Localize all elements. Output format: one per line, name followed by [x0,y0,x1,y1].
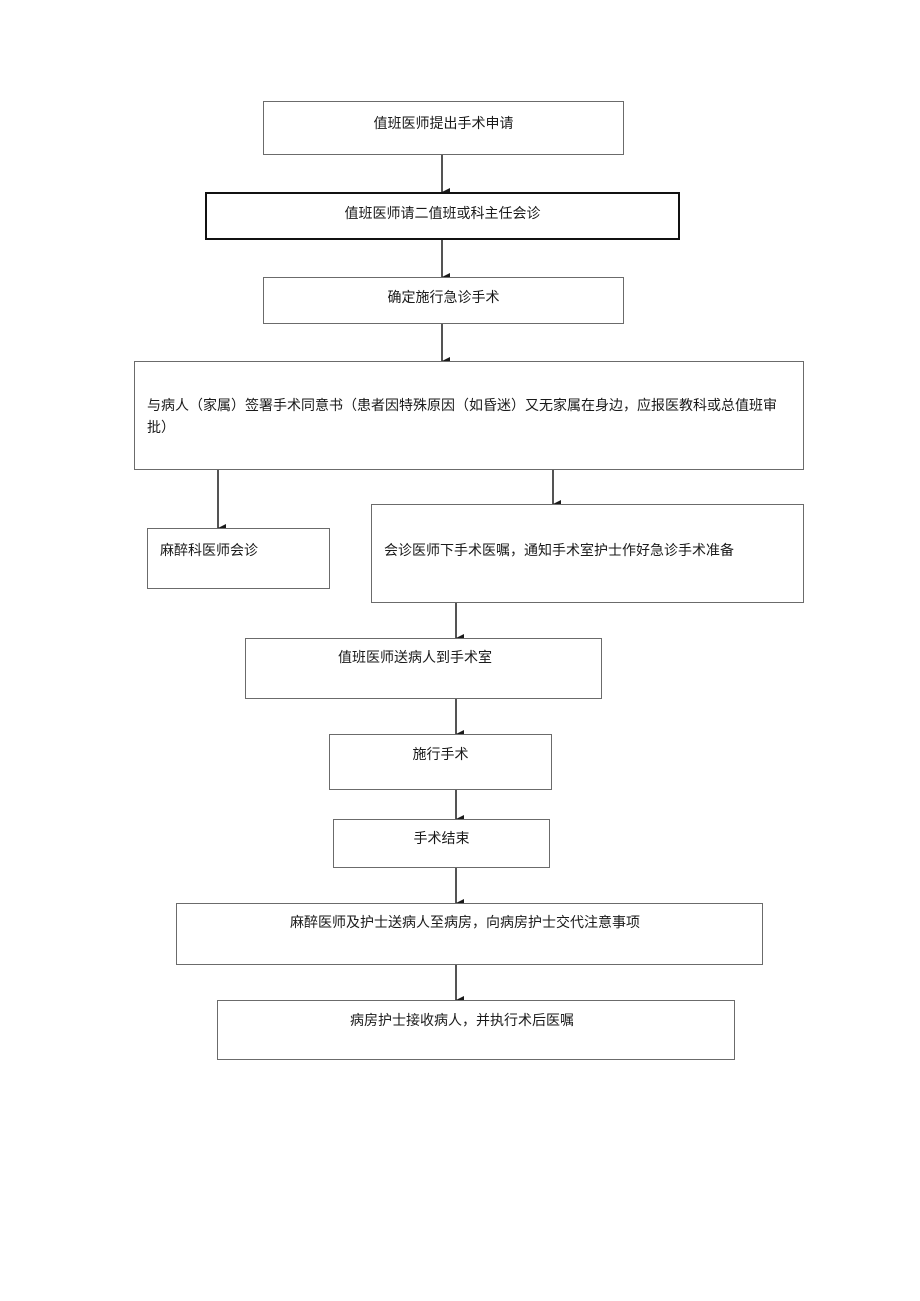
step-5a-label: 麻醉科医师会诊 [160,543,258,559]
step-submit-surgery-request: 值班医师提出手术申请 [263,101,624,155]
step-3-label: 确定施行急诊手术 [387,290,500,306]
step-perform-surgery: 施行手术 [329,734,552,790]
step-1-label: 值班医师提出手术申请 [373,116,514,132]
step-anesthesia-consultation: 麻醉科医师会诊 [147,528,330,589]
step-transfer-to-ward: 麻醉医师及护士送病人至病房，向病房护士交代注意事项 [176,903,763,965]
step-surgery-orders-notify-or: 会诊医师下手术医嘱，通知手术室护士作好急诊手术准备 [371,504,804,603]
step-6-label: 值班医师送病人到手术室 [338,650,492,666]
step-ward-receives-patient: 病房护士接收病人，并执行术后医嘱 [217,1000,735,1060]
step-send-patient-to-or: 值班医师送病人到手术室 [245,638,602,699]
step-surgery-ends: 手术结束 [333,819,550,868]
step-5b-label: 会诊医师下手术医嘱，通知手术室护士作好急诊手术准备 [384,543,734,559]
step-request-consultation: 值班医师请二值班或科主任会诊 [205,192,680,240]
step-10-label: 病房护士接收病人，并执行术后医嘱 [350,1013,574,1029]
step-9-label: 麻醉医师及护士送病人至病房，向病房护士交代注意事项 [290,915,640,931]
step-sign-consent-form: 与病人（家属）签署手术同意书（患者因特殊原因（如昏迷）又无家属在身边，应报医教科… [134,361,804,470]
step-2-label: 值班医师请二值班或科主任会诊 [344,206,541,222]
step-confirm-emergency-surgery: 确定施行急诊手术 [263,277,624,324]
step-7-label: 施行手术 [412,747,469,763]
step-8-label: 手术结束 [413,831,470,847]
step-4-label: 与病人（家属）签署手术同意书（患者因特殊原因（如昏迷）又无家属在身边，应报医教科… [147,398,777,436]
